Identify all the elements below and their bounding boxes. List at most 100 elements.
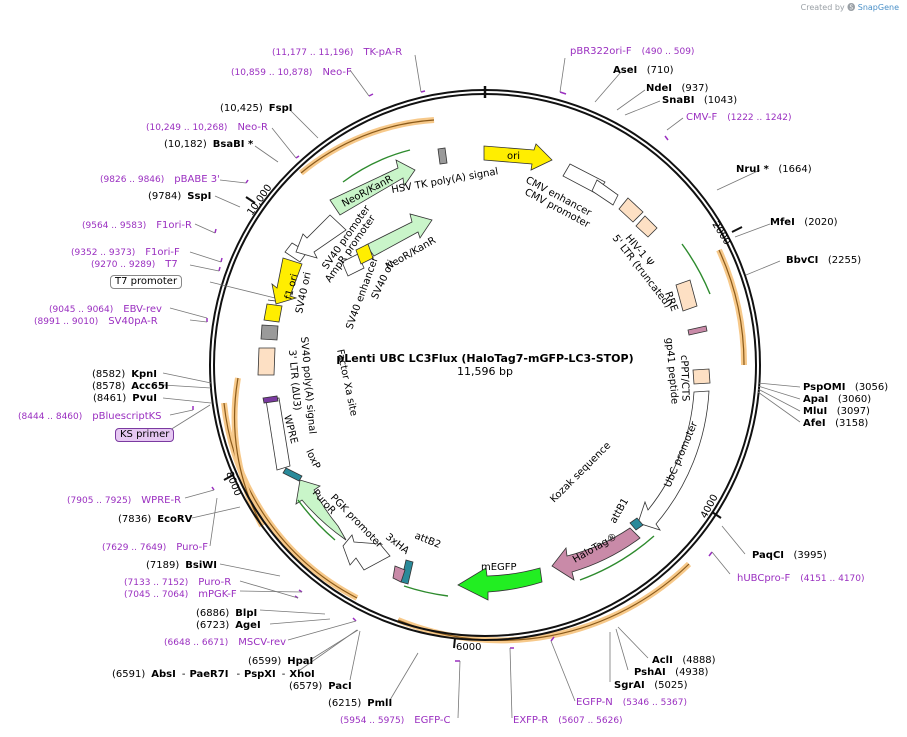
site-label: PaqCI (3995): [752, 550, 827, 561]
backbone: [209, 86, 761, 641]
sv40ori-arrow: [271, 257, 303, 305]
pgk-arrow: [342, 534, 391, 571]
t7-promoter-box: T7 promoter: [110, 275, 183, 289]
primer-label: EGFP-N(5346 .. 5367): [576, 697, 687, 708]
site-label: NdeI (937): [646, 83, 709, 94]
ks-primer-box: KS primer: [115, 428, 175, 442]
site-label: PshAI (4938): [634, 667, 709, 678]
primer-label: CMV-F(1222 .. 1242): [686, 112, 792, 123]
halotag-arrow: [551, 527, 641, 581]
attb1-box: [629, 517, 644, 531]
primer-label: (9352 .. 9373)F1ori-F: [71, 247, 180, 258]
site-label: MluI (3097): [803, 406, 870, 417]
primer-label: (6648 .. 6671)MSCV-rev: [164, 637, 286, 648]
neokanr-lower-arrow: [365, 213, 433, 257]
site-label: (6723)AgeI: [196, 620, 261, 631]
primer-label: (10,249 .. 10,268)Neo-R: [146, 122, 268, 133]
site-label: (6215)PmlI: [328, 698, 392, 709]
orange-tracks: [221, 117, 748, 644]
site-label: (7189)BsiWI: [146, 560, 217, 571]
primer-label: EXFP-R(5607 .. 5626): [513, 715, 623, 726]
track-wpre-line: [233, 377, 263, 527]
factorxa-box: [262, 395, 279, 404]
features: [257, 143, 711, 601]
rre-box: [675, 279, 698, 312]
tick-marks: [223, 196, 743, 649]
sv40polya-box: [260, 324, 279, 341]
site-label: ApaI (3060): [803, 394, 871, 405]
sv40-enhancer-box: [341, 253, 365, 277]
label-ltr3: 3' LTR (ΔU3): [286, 349, 302, 411]
restriction-sites: AseI (710) NdeI (937) SnaBI (1043) NruI …: [92, 65, 888, 709]
ori-arrow: [483, 143, 553, 171]
sv40ori-b-box: [355, 243, 374, 265]
ltr5-box: [618, 197, 644, 223]
primer-label: (9564 .. 9583)F1ori-R: [82, 220, 192, 231]
label-cppt: cPPT/CTS: [678, 355, 691, 402]
primer-label: (7629 .. 7649)Puro-F: [102, 542, 208, 553]
site-label: NruI * (1664): [736, 164, 812, 175]
green-track-arrows: [297, 149, 711, 597]
site-label: (6579)PacI: [289, 681, 352, 692]
primer-label: hUBCpro-F(4151 .. 4170): [737, 573, 865, 584]
primer-label: (7133 .. 7152)Puro-R: [124, 577, 231, 588]
ha3-box: [392, 565, 406, 583]
site-label: AseI (710): [613, 65, 674, 76]
gp41-box: [687, 325, 708, 336]
label-kozak: Kozak sequence: [548, 440, 613, 505]
credit-prefix: Created by: [800, 3, 845, 12]
track-puro-line: [223, 402, 358, 599]
label-attb2: attB2: [413, 531, 442, 551]
label-gp41: gp41 peptide: [663, 337, 680, 404]
snapgene-credit: Created by 🅢 SnapGene: [801, 2, 899, 13]
primer-labels: pBR322ori-F(490 .. 509) CMV-F(1222 .. 12…: [18, 46, 865, 726]
track-rre-region: [716, 248, 748, 366]
track-rre-line: [718, 249, 745, 366]
plasmid-name: pLenti UBC LC3Flux (HaloTag7-mGFP-LC3-ST…: [336, 352, 633, 365]
track-ori-region: [299, 117, 435, 176]
primer-label: (9045 .. 9064)EBV-rev: [49, 304, 162, 315]
site-label: (8578)Acc65I: [92, 381, 169, 392]
site-label: (8582)KpnI: [92, 369, 157, 380]
megfp-arrow: [457, 567, 543, 601]
site-label: AfeI (3158): [803, 418, 868, 429]
cmv-promoter-arrow: [591, 179, 619, 206]
primer-label: (9826 .. 9846)pBABE 3': [100, 174, 220, 185]
site-label: (8461)PvuI: [93, 393, 157, 404]
site-label: (6886)BlpI: [196, 608, 257, 619]
loxp-box: [282, 467, 303, 482]
site-label: (10,182)BsaBI *: [164, 139, 254, 150]
site-label: (7836)EcoRV: [118, 514, 193, 525]
primer-label: (7045 .. 7064)mPGK-F: [124, 589, 237, 600]
label-megfp: mEGFP: [481, 562, 517, 573]
primer-label: (10,859 .. 10,878)Neo-F: [231, 67, 352, 78]
cppt-box: [692, 368, 711, 385]
f1ori-box: [263, 303, 283, 323]
site-label: MfeI (2020): [770, 217, 838, 228]
track-ubc-line: [397, 563, 690, 641]
primer-label: (8991 .. 9010)SV40pA-R: [34, 316, 158, 327]
label-ori: ori: [507, 151, 520, 162]
site-label: (6591)AbsI-PaeR7I-PspXI-XhoI: [112, 669, 315, 680]
site-label: SgrAI (5025): [614, 680, 688, 691]
primer-label: (11,177 .. 11,196)TK-pA-R: [272, 47, 402, 58]
site-label: (9784)SspI: [148, 191, 211, 202]
ubc-promoter-arrow: [637, 390, 710, 531]
primer-label: (8444 .. 8460)pBluescriptKS: [18, 411, 162, 422]
primer-marks: [192, 90, 713, 662]
hsv-tk-box: [437, 147, 448, 165]
primer-label: pBR322ori-F(490 .. 509): [570, 46, 694, 57]
site-label: AclI (4888): [652, 655, 716, 666]
primer-label: (9270 .. 9289)T7: [91, 259, 178, 270]
credit-brand: SnapGene: [857, 3, 899, 12]
plasmid-size: 11,596 bp: [457, 365, 513, 378]
puror-arrow: [295, 479, 347, 541]
site-label: SnaBI (1043): [662, 95, 737, 106]
ampr-promoter-arrow: [295, 214, 347, 259]
primer-label: (5954 .. 5975)EGFP-C: [340, 715, 451, 726]
snapgene-logo-icon: 🅢: [847, 3, 856, 12]
neokanr-upper-arrow: [329, 159, 416, 216]
label-attb1: attB1: [608, 496, 631, 525]
tick-label: 6000: [456, 642, 481, 653]
